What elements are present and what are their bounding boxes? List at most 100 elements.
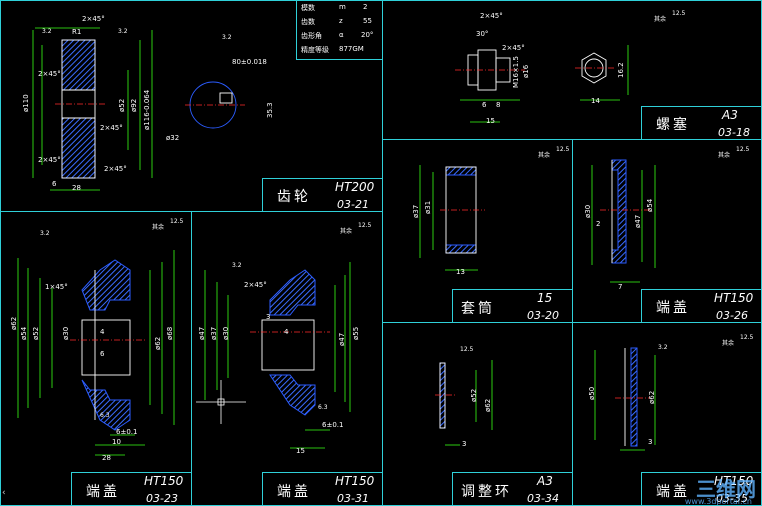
title-block-plug: 螺塞 A3 03-18	[641, 106, 762, 140]
dim-text: ø37	[210, 326, 218, 340]
part-name-gear: 齿轮	[277, 189, 311, 205]
part-code-cover31: 03-31	[337, 492, 369, 505]
param-sym-module: m	[339, 3, 346, 11]
dim-text: ø31	[424, 200, 432, 214]
dim-text: ø62	[648, 390, 656, 404]
dim-text: ø62	[10, 316, 18, 330]
part-material-gear: HT200	[335, 180, 375, 194]
part-code-cover35: 03-35	[716, 492, 748, 505]
dim-text: 6±0.1	[322, 421, 344, 429]
dim-text: 30°	[476, 30, 489, 38]
dim-text: ø30	[584, 204, 592, 218]
roughness-mark: 3.2	[118, 28, 128, 35]
param-name-grade: 精度等级	[301, 46, 329, 54]
dim-text: 3	[462, 440, 467, 448]
dim-text: 7	[618, 283, 623, 291]
scroll-caret-icon[interactable]: ‹	[2, 488, 6, 498]
param-val-module: 2	[363, 3, 368, 11]
roughness-mark: 其余	[340, 228, 353, 235]
part-material-cover23: HT150	[144, 474, 184, 488]
dim-text: 2	[596, 220, 601, 228]
dim-text: M16×1.5	[512, 56, 520, 88]
part-code-cover23: 03-23	[146, 492, 178, 505]
dim-text: ø55	[352, 326, 360, 340]
param-val-teeth: 55	[363, 17, 372, 25]
dim-text: 80±0.018	[232, 58, 267, 66]
dim-text: ø30	[62, 326, 70, 340]
dim-text: 10	[112, 438, 121, 446]
dim-text: 2×45°	[38, 70, 61, 78]
dim-text: ø62	[154, 336, 162, 350]
dim-text: ø54	[646, 198, 654, 212]
roughness-mark: 12.5	[556, 146, 570, 153]
part-material-sleeve: 15	[537, 291, 553, 305]
dim-text: 8	[496, 101, 501, 109]
param-val-angle: 20°	[361, 31, 374, 39]
dim-text: ø52	[32, 326, 40, 340]
part-name-plug: 螺塞	[656, 117, 690, 133]
param-val-grade: 877GM	[339, 45, 364, 53]
part-name-ring: 调整环	[461, 484, 512, 500]
part-material-cover26: HT150	[714, 291, 754, 305]
dim-text: 28	[72, 184, 81, 192]
roughness-mark: 12.5	[672, 10, 686, 17]
roughness-mark: 其余	[722, 340, 735, 347]
part-code-sleeve: 03-20	[527, 309, 559, 322]
roughness-mark: 其余	[538, 152, 551, 159]
title-block-cover23: 端盖 HT150 03-23	[71, 472, 192, 506]
part-name-sleeve: 套筒	[461, 301, 495, 317]
title-block-cover26: 端盖 HT150 03-26	[641, 289, 762, 323]
dim-text: ø92	[130, 98, 138, 112]
dim-text: 6	[52, 180, 57, 188]
watermark-logo: 三维网	[696, 477, 756, 501]
dim-text: R1	[72, 28, 82, 36]
roughness-mark: 12.5	[170, 218, 184, 225]
roughness-mark: 12.5	[740, 334, 754, 341]
roughness-mark: 其余	[152, 224, 165, 231]
dim-text: 35.3	[266, 102, 274, 118]
dim-text: 2×45°	[82, 15, 105, 23]
part-name-cover26: 端盖	[656, 300, 690, 316]
dim-text: 6	[482, 101, 487, 109]
part-code-ring: 03-34	[527, 492, 559, 505]
title-block-gear: 齿轮 HT200 03-21	[262, 178, 383, 212]
part-name-cover35: 端盖	[656, 484, 690, 500]
dim-text: ø110	[22, 94, 30, 112]
part-material-plug: A3	[722, 108, 738, 122]
part-material-cover31: HT150	[335, 474, 375, 488]
dim-text: ø50	[588, 386, 596, 400]
part-material-cover35: HT150	[714, 474, 754, 488]
roughness-mark: 3.2	[232, 262, 242, 269]
roughness-mark: 12.5	[736, 146, 750, 153]
roughness-mark: 12.5	[460, 346, 474, 353]
part-code-cover26: 03-26	[716, 309, 748, 322]
part-code-gear: 03-21	[337, 198, 369, 211]
param-sym-teeth: z	[339, 17, 343, 25]
title-block-ring: 调整环 A3 03-34	[452, 472, 573, 506]
roughness-mark: 6.3	[100, 412, 110, 419]
dim-text: ø30	[222, 326, 230, 340]
dim-text: 14	[591, 97, 600, 105]
dim-text: ø52	[118, 98, 126, 112]
dim-text: ø32	[166, 134, 180, 142]
dim-text: ø47	[338, 332, 346, 346]
dim-text: 16.2	[617, 62, 625, 78]
gear-parameter-table: 模数 m 2 齿数 z 55 齿形角 α 20° 精度等级 877GM	[296, 0, 383, 60]
title-block-cover31: 端盖 HT150 03-31	[262, 472, 383, 506]
roughness-mark: 6.3	[318, 404, 328, 411]
roughness-mark: 12.5	[358, 222, 372, 229]
part-material-ring: A3	[537, 474, 553, 488]
part-name-cover31: 端盖	[277, 484, 311, 500]
dim-text: ø37	[412, 204, 420, 218]
param-sym-angle: α	[339, 31, 344, 39]
dim-text: 2×45°	[502, 44, 525, 52]
dim-text: 1×45°	[45, 283, 68, 291]
roughness-mark: 其余	[654, 16, 667, 23]
dim-text: 2×45°	[104, 165, 127, 173]
dim-text: 3	[266, 313, 271, 321]
dim-text: 2×45°	[38, 156, 61, 164]
dim-text: ø62	[484, 398, 492, 412]
param-name-teeth: 齿数	[301, 18, 315, 26]
